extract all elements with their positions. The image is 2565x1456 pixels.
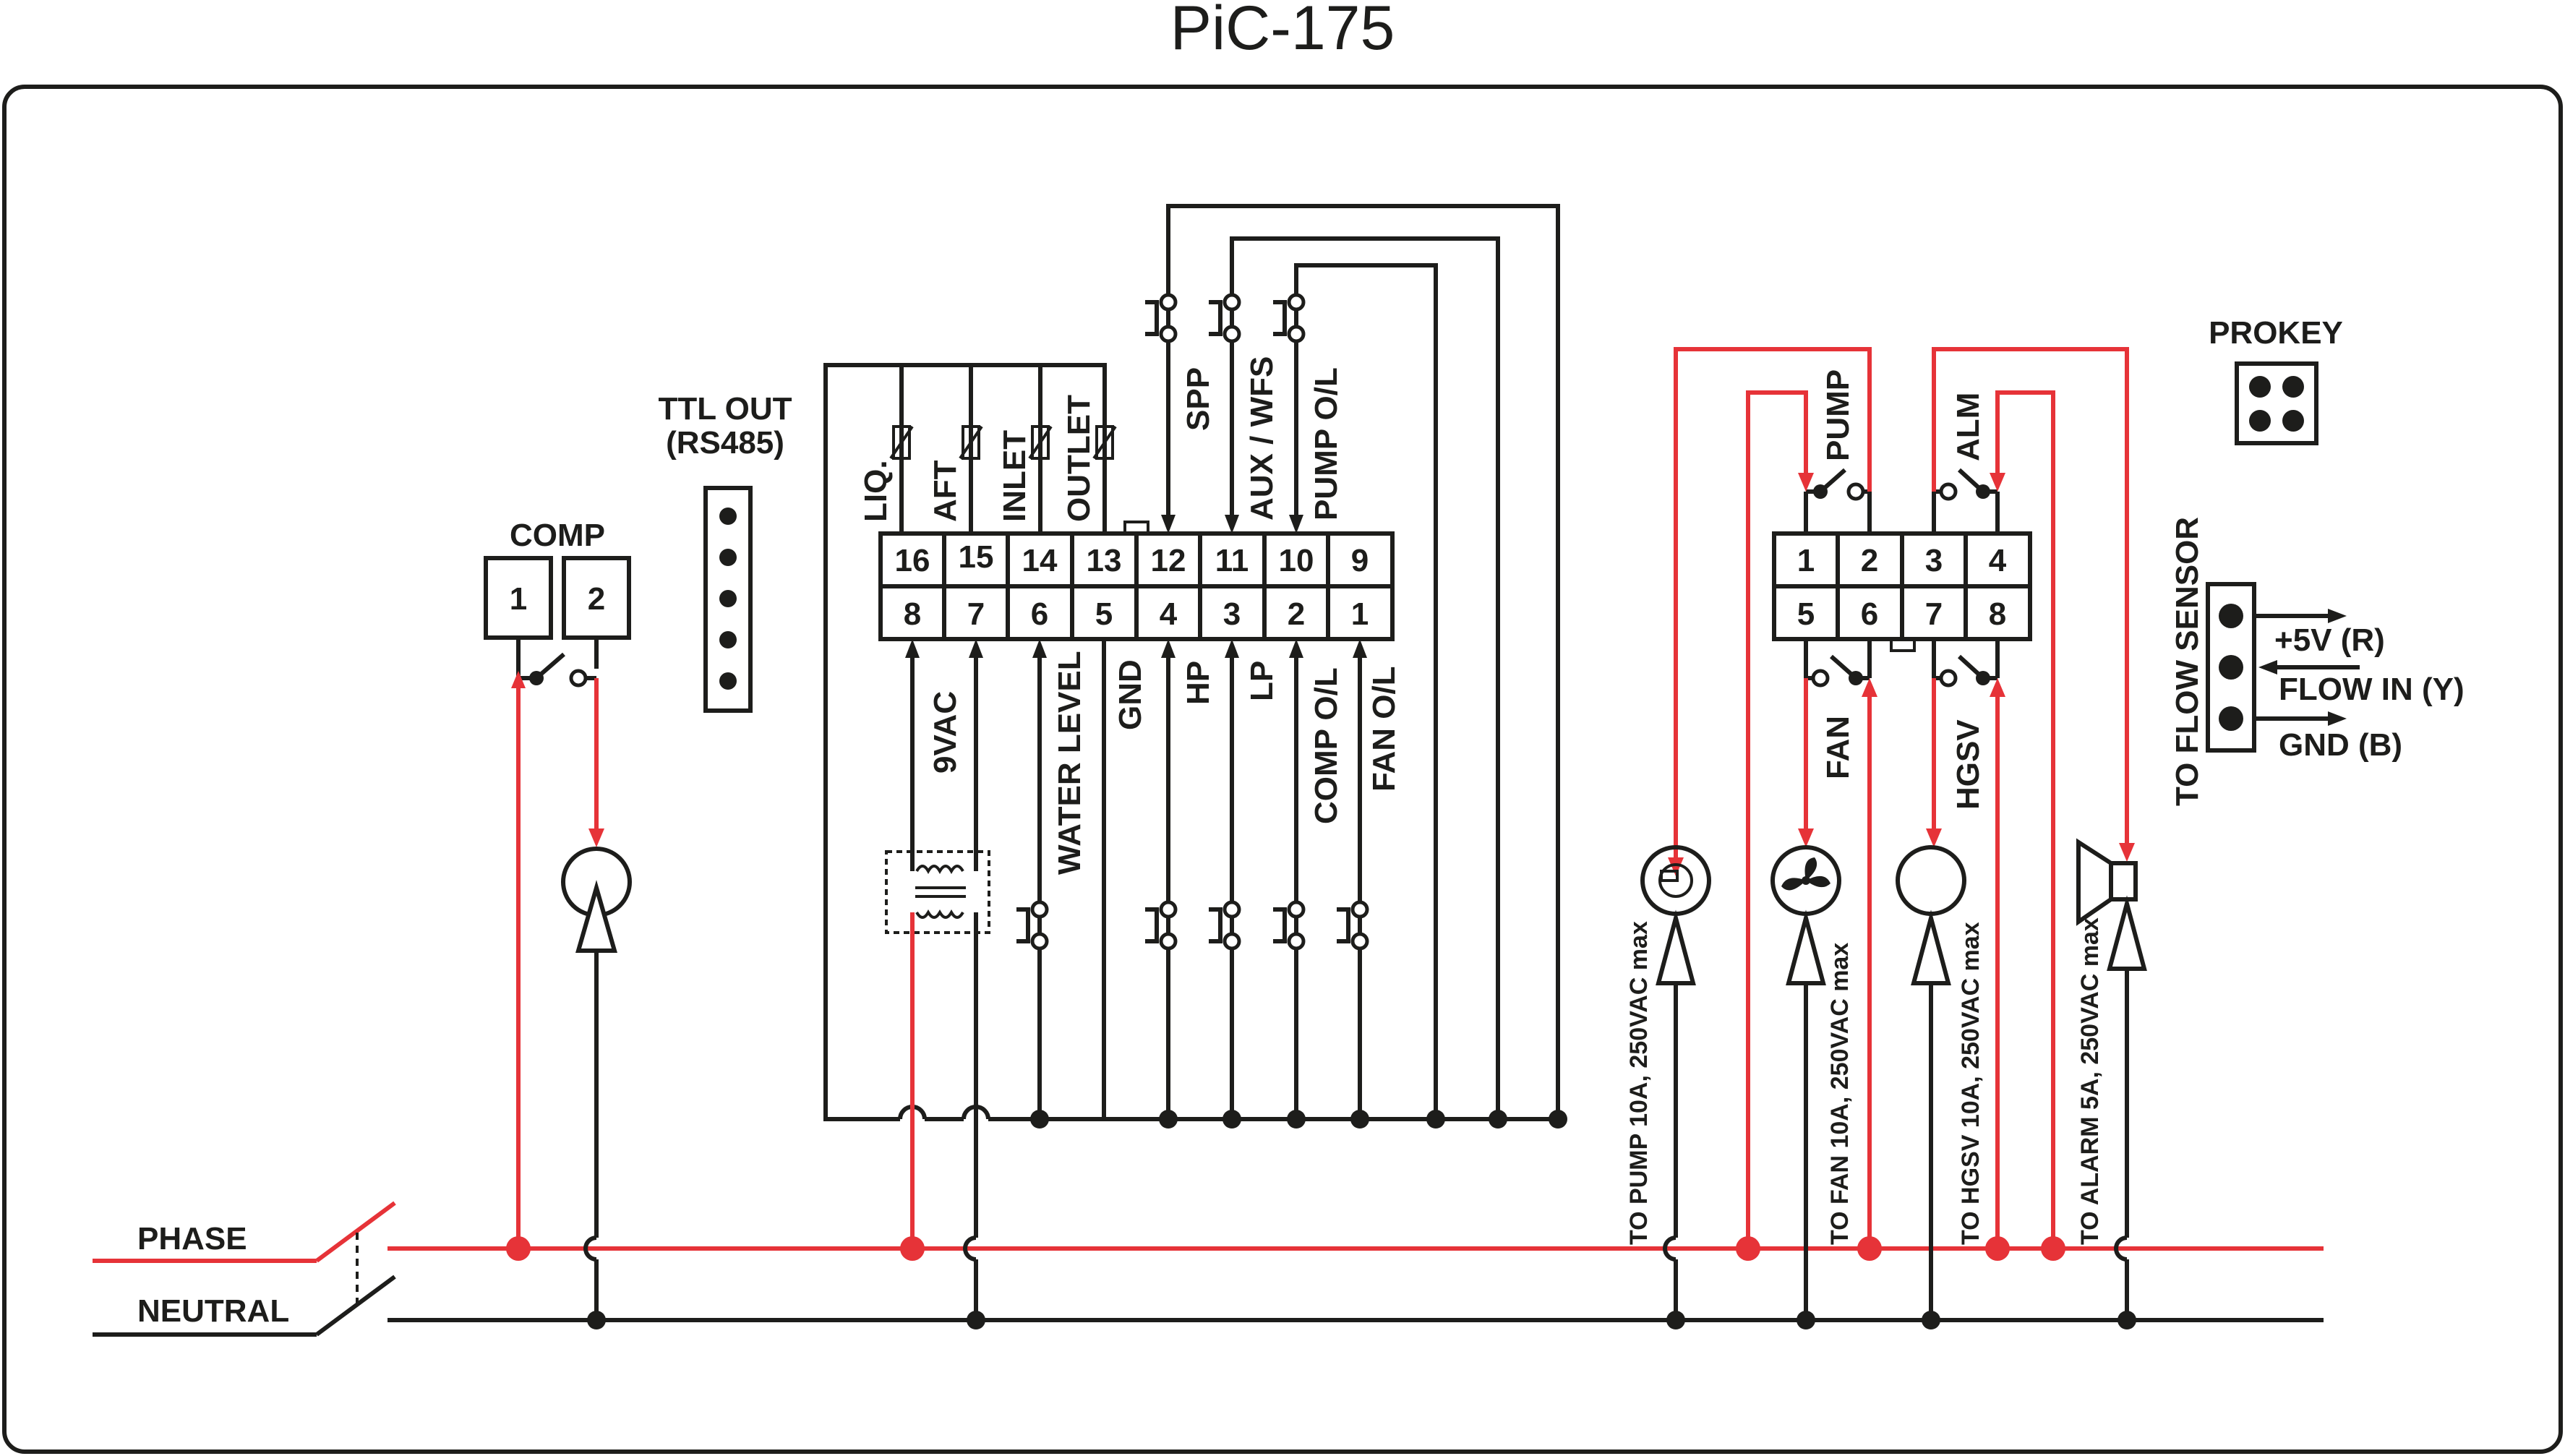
pump-relay-label: PUMP	[1820, 369, 1856, 461]
probe-label-aft: AFT	[928, 460, 963, 522]
left-top-terminal: 15	[959, 539, 994, 575]
flow-sensor-connector	[2206, 582, 2256, 753]
aux-wfs-label: AUX / WFS	[1244, 356, 1280, 521]
flow-sensor-label: TO FLOW SENSOR	[2170, 517, 2205, 806]
left-top-terminal: 16	[895, 543, 930, 578]
outer-frame	[2, 85, 2563, 1454]
left-bottom-terminal: 8	[904, 596, 921, 632]
right-bottom-terminal: 6	[1861, 596, 1878, 632]
pump-load-label: TO PUMP 10A, 250VAC max	[1625, 921, 1653, 1245]
hp-label: HP	[1181, 661, 1216, 705]
ttl-label-line1: TTL OUT	[659, 391, 792, 427]
left-top-terminal: 13	[1087, 543, 1122, 578]
left-bottom-terminal: 4	[1160, 596, 1178, 632]
comp-terminal-1	[484, 556, 553, 640]
probe-wiring: LIQ. AFT INLET OUTLET	[823, 363, 1560, 1121]
left-bottom-terminal: 2	[1288, 596, 1305, 632]
diagram-title: PiC-175	[1170, 0, 1395, 63]
flow-pin-gnd: GND (B)	[2279, 727, 2402, 763]
left-top-terminal: 12	[1151, 543, 1186, 578]
hgsv-load-symbol	[1896, 845, 1966, 916]
comp-terminal-2	[562, 556, 631, 640]
comp-terminal-2-number: 2	[588, 581, 605, 617]
9vac-label: 9VAC	[928, 691, 963, 774]
ttl-out-section: TTL OUT (RS485)	[659, 391, 792, 713]
left-bottom-terminal: 6	[1031, 596, 1048, 632]
prokey-label: PROKEY	[2209, 315, 2343, 351]
left-top-terminal: 14	[1022, 543, 1058, 578]
left-bottom-terminal: 1	[1351, 596, 1369, 632]
left-top-terminal: 11	[1215, 543, 1249, 578]
flow-pin-5v: +5V (R)	[2274, 622, 2385, 658]
right-top-terminal: 2	[1861, 543, 1878, 578]
left-bottom-terminal: 5	[1095, 596, 1113, 632]
neutral-label: NEUTRAL	[137, 1293, 289, 1329]
comp-ol-label: COMP O/L	[1309, 667, 1344, 824]
prokey-section: PROKEY	[2209, 315, 2343, 445]
prokey-connector	[2235, 361, 2318, 445]
mains-supply: PHASE NEUTRAL	[93, 1201, 2324, 1337]
ttl-label-line2: (RS485)	[666, 425, 784, 461]
comp-label: COMP	[510, 518, 605, 553]
probe-label-liq: LIQ.	[858, 460, 894, 522]
ttl-connector	[703, 486, 753, 713]
left-top-terminal: 9	[1351, 543, 1369, 578]
fan-load-label: TO FAN 10A, 250VAC max	[1826, 943, 1854, 1245]
fan-relay-label: FAN	[1820, 716, 1856, 779]
left-bottom-terminal: 7	[967, 596, 985, 632]
left-terminal-block: 16 15 14 13 12 11 10 9 8 7 6 5 4 3 2 1	[878, 521, 1395, 641]
gnd-label: GND	[1113, 659, 1148, 730]
spp-label: SPP	[1181, 367, 1216, 431]
upper-inputs: SPP AUX / WFS PUMP O/L	[1145, 204, 1567, 1129]
right-terminal-block: 1 2 3 4 5 6 7 8	[1772, 531, 2032, 652]
hgsv-relay-label: HGSV	[1950, 719, 1986, 810]
right-top-terminal: 1	[1797, 543, 1815, 578]
alm-relay-label: ALM	[1950, 393, 1986, 461]
right-bottom-terminal: 7	[1925, 596, 1943, 632]
pump-ol-label: PUMP O/L	[1309, 367, 1344, 521]
hgsv-load-label: TO HGSV 10A, 250VAC max	[1957, 922, 1984, 1245]
alarm-load-label: TO ALARM 5A, 250VAC max	[2076, 917, 2104, 1245]
relay-outputs: PUMP ALM FAN HGSV	[1668, 347, 2135, 1261]
right-top-terminal: 3	[1925, 543, 1943, 578]
probe-label-inlet: INLET	[997, 430, 1032, 522]
right-top-terminal: 4	[1989, 543, 2007, 578]
comp-section: COMP 1 2	[484, 518, 632, 1329]
loads: TO PUMP 10A, 250VAC max TO FAN 10A, 250V…	[1625, 838, 2147, 1329]
right-bottom-terminal: 5	[1797, 596, 1815, 632]
transformer-symbol	[885, 850, 990, 934]
lp-label: LP	[1244, 661, 1280, 701]
water-level-label: WATER LEVEL	[1052, 651, 1087, 875]
alarm-load-symbol	[2076, 838, 2113, 926]
left-top-terminal: 10	[1279, 543, 1314, 578]
comp-terminal-1-number: 1	[510, 581, 527, 617]
left-bottom-terminal: 3	[1223, 596, 1241, 632]
fan-ol-label: FAN O/L	[1366, 666, 1402, 792]
phase-label: PHASE	[137, 1221, 247, 1256]
right-bottom-terminal: 8	[1989, 596, 2006, 632]
lower-inputs: 9VAC WATER LEVEL GND HP LP COMP O/L FAN …	[885, 639, 1402, 1329]
probe-label-outlet: OUTLET	[1061, 395, 1097, 522]
flow-pin-flow-in: FLOW IN (Y)	[2279, 672, 2465, 707]
flow-sensor-section: TO FLOW SENSOR +5V (R) FLOW IN (Y) GND (…	[2170, 517, 2465, 806]
